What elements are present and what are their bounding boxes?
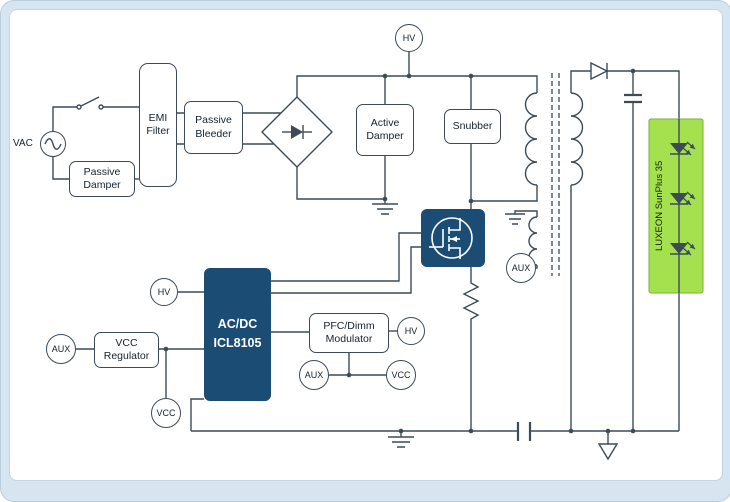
transformer-symbol (524, 73, 584, 276)
mosfet-symbol (421, 209, 485, 267)
pfc-dimm-modulator-block: PFC/Dimm Modulator (309, 313, 389, 353)
passive-bleeder-block: Passive Bleeder (184, 101, 243, 154)
arrow-ground-symbol (597, 431, 619, 461)
active-damper-block: Active Damper (356, 104, 414, 156)
vac-label: VAC (13, 138, 33, 149)
emi-filter-block: EMI Filter (139, 63, 177, 187)
vcc-regulator-block: VCC Regulator (94, 332, 159, 368)
vcc-terminal-modulator: VCC (386, 360, 416, 390)
vac-source-symbol (40, 131, 66, 157)
diagram-sheet (9, 9, 723, 481)
hv-terminal-controller: HV (150, 278, 178, 306)
hv-terminal-modulator: HV (397, 317, 425, 345)
led-chain-symbol (669, 119, 696, 293)
aux-terminal-modulator: AUX (299, 360, 329, 390)
passive-damper-block: Passive Damper (69, 161, 135, 197)
wiring (52, 52, 680, 437)
controller-block: AC/DC ICL8105 (204, 268, 271, 401)
snubber-block: Snubber (444, 109, 501, 144)
led-module-label: LUXEON SunPlus 35 (654, 160, 665, 252)
controller-line2: ICL8105 (213, 336, 262, 350)
led-module-box (648, 118, 704, 294)
output-diode-symbol (590, 61, 609, 81)
aux-terminal-winding: AUX (506, 253, 536, 283)
aux-terminal-input: AUX (46, 334, 76, 364)
capacitor-symbols (516, 93, 642, 441)
input-switch-symbol (76, 96, 104, 110)
controller-line1: AC/DC (217, 317, 258, 332)
sine-icon (44, 138, 62, 150)
vcc-terminal-controller: VCC (151, 398, 181, 428)
junction-dots (163, 68, 636, 434)
bridge-rectifier-symbol (261, 96, 333, 168)
hv-terminal-top: HV (395, 24, 423, 52)
ground-symbols (372, 203, 525, 448)
